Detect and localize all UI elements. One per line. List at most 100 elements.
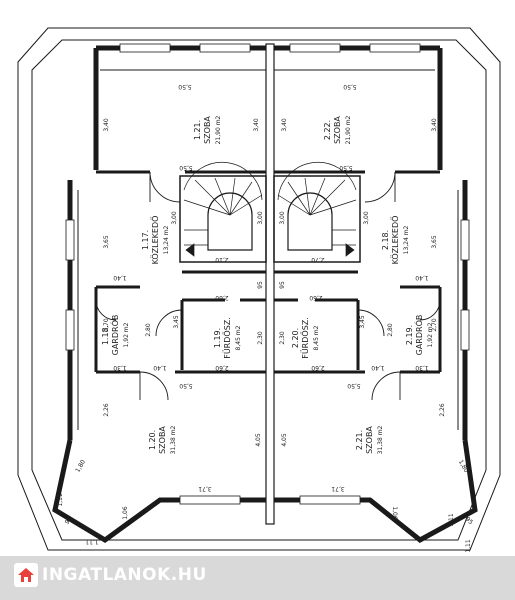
room-2-18: 2.18. KÖZLEKEDŐ 13,24 m2	[381, 216, 410, 265]
room-1-19-area: 8,45 m2	[235, 325, 242, 350]
dim-label: 2,26	[439, 403, 446, 417]
room-2-18-area: 13,24 m2	[403, 225, 410, 254]
dim-label: 3,65	[431, 235, 438, 249]
dim-label: 2,70	[103, 318, 110, 332]
party-wall	[265, 43, 275, 525]
room-1-17-name: KÖZLEKEDŐ	[150, 216, 160, 265]
dim-label: 1,40	[113, 274, 127, 281]
dim-label: 1,30	[415, 364, 429, 371]
dim-label: 3,40	[431, 118, 438, 132]
dim-label: 1,06	[122, 506, 129, 520]
dimension-labels: 5,50 5,50 3,40 3,40 3,40 3,40 5,50 5,50 …	[57, 83, 474, 553]
room-2-19-number: 2.19.	[405, 325, 414, 345]
dim-label: 1,80	[74, 459, 87, 474]
dim-label: 2,60	[311, 364, 325, 371]
watermark-text: INGATLANOK.HU	[42, 565, 207, 585]
room-2-19: 2.19. GARDRÓB 1,92 m2	[405, 315, 434, 356]
door-swings	[95, 171, 441, 401]
room-2-22-area: 21,90 m2	[345, 115, 352, 144]
dim-label: 2,80	[387, 323, 394, 337]
room-1-21-name: SZOBA	[203, 116, 212, 144]
room-2-20-area: 8,45 m2	[313, 325, 320, 350]
room-2-21-number: 2.21.	[355, 430, 364, 450]
windows	[65, 43, 470, 505]
room-1-17: 1.17. KÖZLEKEDŐ 13,24 m2	[141, 216, 170, 265]
dim-label: 2,30	[279, 331, 286, 345]
dim-label: 3,45	[173, 315, 180, 329]
dim-label: 3,71	[198, 485, 212, 492]
exterior-walls	[52, 45, 478, 543]
room-2-21-area: 31,38 m2	[377, 425, 384, 454]
dim-label: 2,60	[309, 294, 323, 301]
room-2-19-name: GARDRÓB	[413, 315, 424, 356]
dim-label: 2,30	[257, 331, 264, 345]
dim-label: 2,80	[145, 323, 152, 337]
room-2-18-name: KÖZLEKEDŐ	[390, 216, 400, 265]
dim-label: 5,50	[179, 382, 193, 389]
room-1-18-area: 1,92 m2	[123, 322, 130, 347]
house-icon	[14, 563, 38, 587]
room-2-22: 2.22. SZOBA 21,90 m2	[323, 115, 352, 144]
room-2-18-number: 2.18.	[381, 230, 390, 250]
dim-label: 1,40	[153, 364, 167, 371]
dim-label: 1,11	[448, 513, 455, 527]
room-1-20-area: 31,38 m2	[170, 425, 177, 454]
dim-label: 3,40	[103, 118, 110, 132]
dim-label: 1,40	[371, 364, 385, 371]
room-2-22-number: 2.22.	[323, 120, 332, 140]
room-2-20: 2.20. FÜRDŐSZ. 8,45 m2	[291, 317, 320, 359]
dim-label: 95	[64, 516, 74, 526]
stair-left	[183, 161, 263, 257]
outer-outline	[17, 27, 501, 551]
room-1-20-name: SZOBA	[158, 426, 167, 454]
dim-label: 4,05	[281, 433, 288, 447]
room-2-22-name: SZOBA	[333, 116, 342, 144]
dim-label: 1,11	[85, 538, 99, 545]
dim-label: 3,45	[359, 315, 366, 329]
dim-label: 1,40	[415, 274, 429, 281]
room-1-21: 1.21. SZOBA 21,90 m2	[193, 115, 222, 144]
room-2-20-number: 2.20.	[291, 328, 300, 348]
dim-label: 2,10	[215, 256, 229, 263]
dim-label: 95	[257, 281, 264, 289]
dim-label: 3,71	[331, 485, 345, 492]
stair-right	[277, 161, 357, 257]
dim-label: 2,70	[311, 256, 325, 263]
room-1-17-area: 13,24 m2	[163, 225, 170, 254]
room-1-20: 1.20. SZOBA 31,38 m2	[148, 425, 177, 454]
dim-label: 3,40	[253, 118, 260, 132]
dim-label: 2,70	[431, 318, 438, 332]
dim-label: 2,26	[103, 403, 110, 417]
room-1-20-number: 1.20.	[148, 430, 157, 450]
watermark-bar	[0, 556, 515, 600]
dim-label: 5,50	[347, 382, 361, 389]
dim-label: 3,00	[171, 211, 178, 225]
floor-plan: 1.21. SZOBA 21,90 m2 2.22. SZOBA 21,90 m…	[17, 27, 501, 553]
room-2-21-name: SZOBA	[365, 426, 374, 454]
dim-label: 95	[279, 281, 286, 289]
dim-label: 5,50	[179, 164, 193, 171]
dim-label: 5,50	[178, 83, 192, 90]
room-2-19-area: 1,92 m2	[427, 322, 434, 347]
dim-label: 2,60	[215, 364, 229, 371]
dim-label: 1,11	[465, 539, 472, 553]
room-1-19-number: 1.19.	[213, 328, 222, 348]
room-1-18-name: GARDRÓB	[109, 315, 120, 356]
room-2-20-name: FÜRDŐSZ.	[300, 317, 310, 359]
room-1-17-number: 1.17.	[141, 230, 150, 250]
room-1-18-number: 1.18.	[101, 325, 110, 345]
dim-label: 4,05	[255, 433, 262, 447]
dim-label: 3,00	[257, 211, 264, 225]
dim-label: 1,11	[57, 493, 64, 507]
dim-label: 3,65	[103, 235, 110, 249]
dim-label: 1,30	[113, 364, 127, 371]
dim-label: 1,06	[391, 506, 398, 520]
room-1-18: 1.18. GARDRÓB 1,92 m2	[101, 315, 130, 356]
room-1-21-number: 1.21.	[193, 120, 202, 140]
dim-label: 3,00	[279, 211, 286, 225]
room-1-19-name: FÜRDŐSZ.	[222, 317, 232, 359]
dim-label: 95	[464, 516, 474, 526]
room-2-21: 2.21. SZOBA 31,38 m2	[355, 425, 384, 454]
watermark-logo: INGATLANOK.HU	[14, 562, 207, 588]
dim-label: 3,00	[363, 211, 370, 225]
